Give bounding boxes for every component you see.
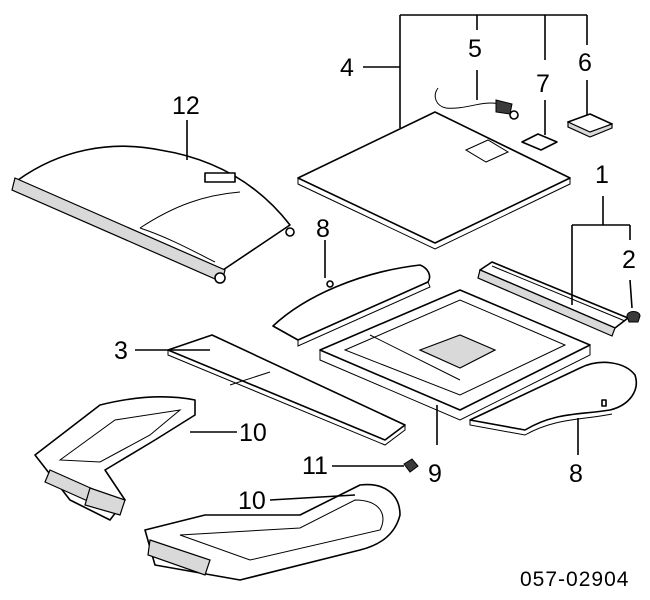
storage-bin-upper <box>34 395 196 521</box>
callout-6: 6 <box>578 49 592 77</box>
side-panel-right <box>469 361 637 436</box>
callout-8-bottom: 8 <box>569 460 583 488</box>
side-panel-left <box>272 264 431 347</box>
callout-3: 3 <box>114 337 128 365</box>
floor-board <box>297 111 571 250</box>
fastener-part <box>403 458 419 473</box>
leader-lines <box>135 14 633 501</box>
callout-11: 11 <box>302 452 328 480</box>
callout-2: 2 <box>622 246 636 274</box>
callout-10-top: 10 <box>239 419 267 447</box>
cargo-cover <box>11 145 295 284</box>
diagram-code: 057-02904 <box>520 568 629 591</box>
callout-10-bottom: 10 <box>238 487 266 515</box>
callout-8-top: 8 <box>316 215 330 243</box>
long-board <box>167 334 406 446</box>
callout-12: 12 <box>172 92 200 120</box>
sill-trim <box>477 261 629 337</box>
wiring-harness <box>434 87 519 120</box>
callout-7: 7 <box>536 70 550 98</box>
callout-4: 4 <box>340 54 354 82</box>
callout-5: 5 <box>468 35 482 63</box>
clip-part <box>626 311 641 323</box>
cargo-tray <box>319 289 591 421</box>
lid-parts <box>521 113 613 151</box>
storage-bin-lower <box>144 483 401 581</box>
callout-9: 9 <box>428 460 442 488</box>
callout-1: 1 <box>595 161 609 189</box>
